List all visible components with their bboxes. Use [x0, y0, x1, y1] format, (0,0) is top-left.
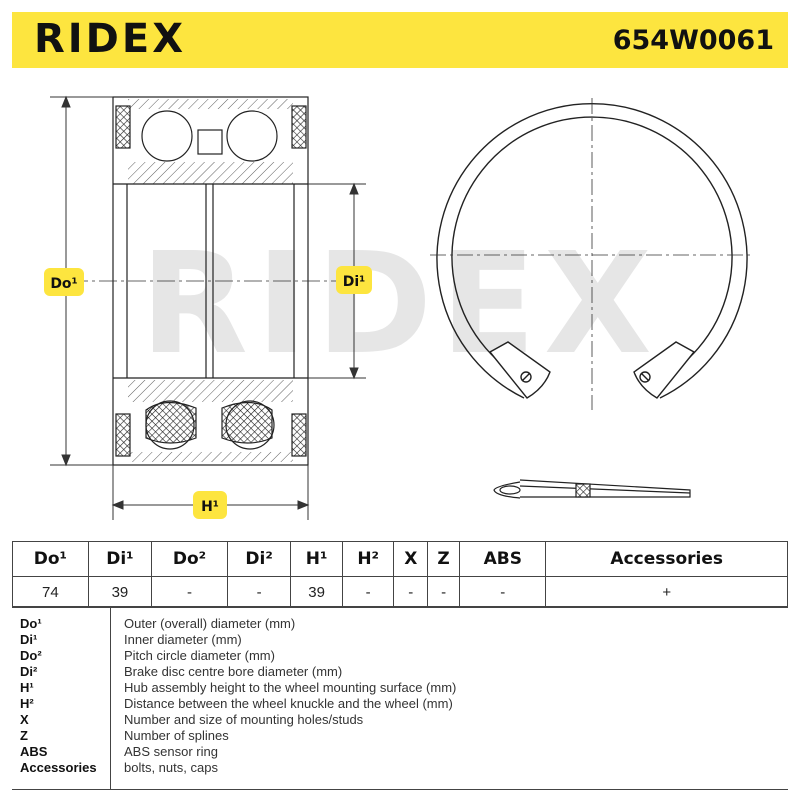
header-abs: ABS	[459, 541, 547, 577]
legend-code: Do¹	[20, 616, 42, 631]
value-di1: 39	[87, 576, 153, 608]
legend-desc: bolts, nuts, caps	[124, 760, 218, 775]
header-do1: Do¹	[12, 541, 89, 577]
header-accessories: Accessories	[545, 541, 788, 577]
header-di1: Di¹	[87, 541, 153, 577]
legend-desc: Number of splines	[124, 728, 229, 743]
legend-divider	[110, 607, 111, 789]
header-do2: Do²	[151, 541, 228, 577]
specs-value-row: 74 39 - - 39 - - - - +	[12, 576, 788, 608]
technical-drawing: RIDEX	[44, 95, 754, 520]
header-bar: RIDEX 654W0061	[12, 12, 788, 68]
legend-code: X	[20, 712, 29, 727]
legend-desc: Outer (overall) diameter (mm)	[124, 616, 296, 631]
value-abs: -	[459, 576, 547, 608]
brand-logo: RIDEX	[34, 16, 187, 62]
legend-code: H²	[20, 696, 34, 711]
specs-header-row: Do¹ Di¹ Do² Di² H¹ H² X Z ABS Accessorie…	[12, 541, 788, 577]
inner-diameter-tag	[336, 266, 372, 294]
header-h2: H²	[341, 541, 395, 577]
value-h2: -	[341, 576, 395, 608]
legend-code: H¹	[20, 680, 34, 695]
legend-code: Do²	[20, 648, 42, 663]
legend-desc: Number and size of mounting holes/studs	[124, 712, 364, 727]
legend-code: Di¹	[20, 632, 38, 647]
value-h1: 39	[290, 576, 343, 608]
legend: Do¹ Outer (overall) diameter (mm) Di¹ Inne…	[12, 606, 788, 790]
watermark-logo: RIDEX	[140, 223, 660, 386]
circlip-axes	[430, 98, 754, 410]
bearing-cross-section	[112, 96, 309, 466]
value-accessories: +	[545, 576, 788, 608]
legend-desc: Inner diameter (mm)	[124, 632, 242, 647]
outer-diameter-label: Do¹	[50, 276, 77, 292]
value-z: -	[427, 576, 461, 608]
legend-desc: Hub assembly height to the wheel mountin…	[124, 680, 457, 695]
value-x: -	[393, 576, 429, 608]
header-di2: Di²	[226, 541, 292, 577]
value-di2: -	[226, 576, 292, 608]
legend-code: ABS	[20, 744, 48, 759]
circlip-side-view	[493, 479, 691, 499]
outer-diameter-tag	[44, 268, 84, 296]
header-z: Z	[427, 541, 461, 577]
legend-code: Z	[20, 728, 28, 743]
value-do2: -	[151, 576, 228, 608]
legend-desc: Distance between the wheel knuckle and t…	[124, 696, 453, 711]
legend-code: Di²	[20, 664, 38, 679]
height-label: H¹	[201, 499, 219, 515]
header-x: X	[393, 541, 429, 577]
height-dimension	[111, 465, 310, 520]
legend-code: Accessories	[20, 760, 97, 775]
part-number: 654W0061	[612, 25, 774, 56]
value-do1: 74	[12, 576, 89, 608]
legend-desc: Pitch circle diameter (mm)	[124, 648, 275, 663]
inner-diameter-label: Di¹	[343, 274, 366, 290]
height-tag	[193, 491, 227, 519]
specs-table: Do¹ Di¹ Do² Di² H¹ H² X Z ABS Accessorie…	[12, 541, 788, 608]
legend-desc: Brake disc centre bore diameter (mm)	[124, 664, 343, 679]
header-h1: H¹	[290, 541, 343, 577]
legend-desc: ABS sensor ring	[124, 744, 218, 759]
